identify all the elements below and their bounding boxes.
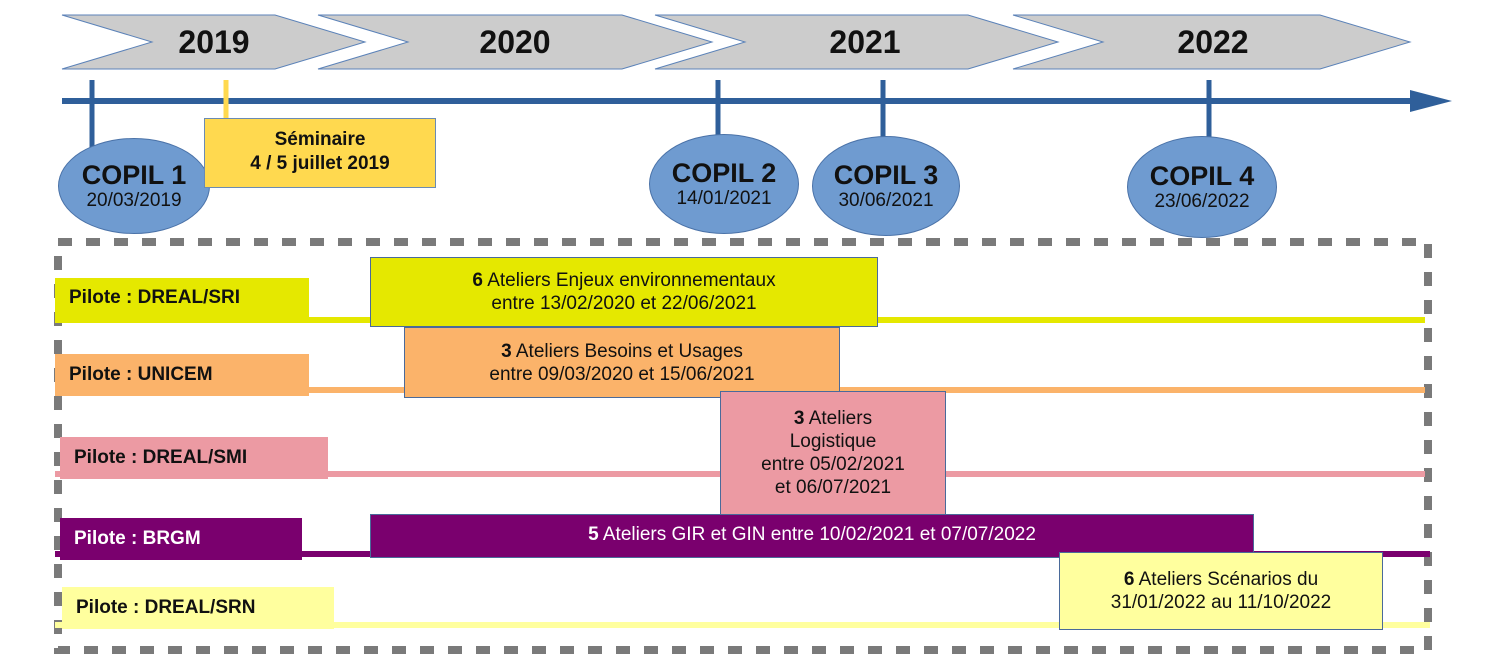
atelier-title: Ateliers Scénarios du xyxy=(1138,569,1319,590)
seminaire-title: Séminaire xyxy=(274,129,366,150)
year-chevron-2022 xyxy=(1012,14,1412,70)
copil-title: COPIL 1 xyxy=(81,160,187,190)
copil-date: 30/06/2021 xyxy=(838,190,934,211)
atelier-title: Ateliers Enjeux environnementaux xyxy=(487,270,776,291)
atelier-gir-gin: 5 Ateliers GIR et GIN entre 10/02/2021 e… xyxy=(370,514,1254,558)
lane-line-dreal-srn xyxy=(55,622,1430,628)
atelier-dates: 31/01/2022 au 11/10/2022 xyxy=(1110,592,1332,613)
atelier-besoins-usages: 3 Ateliers Besoins et Usages entre 09/03… xyxy=(404,327,840,398)
atelier-title: Ateliers Besoins et Usages xyxy=(515,340,743,362)
year-chevron-2021 xyxy=(654,14,1060,70)
copil-title: COPIL 2 xyxy=(671,158,777,188)
time-axis-arrowhead xyxy=(1410,90,1452,112)
pilot-label-dreal-smi: Pilote : DREAL/SMI xyxy=(60,437,328,479)
atelier-title: Ateliers GIR et GIN entre 10/02/2021 et … xyxy=(602,523,1036,545)
copil-title: COPIL 4 xyxy=(1149,161,1255,191)
year-chevron-2020 xyxy=(317,14,714,70)
pilot-label-dreal-srn: Pilote : DREAL/SRN xyxy=(62,587,334,629)
copil-3-milestone: COPIL 3 30/06/2021 xyxy=(812,136,960,236)
year-chevron-2019 xyxy=(61,14,367,70)
atelier-title-line2: Logistique xyxy=(789,431,877,452)
pilot-label-brgm: Pilote : BRGM xyxy=(60,518,302,560)
atelier-enjeux-environnementaux: 6 Ateliers Enjeux environnementaux entre… xyxy=(370,257,878,327)
atelier-dates: entre 13/02/2020 et 22/06/2021 xyxy=(491,293,757,314)
copil-date: 14/01/2021 xyxy=(676,188,772,209)
atelier-dates: entre 09/03/2020 et 15/06/2021 xyxy=(489,363,755,385)
copil-2-milestone: COPIL 2 14/01/2021 xyxy=(649,134,799,234)
copil-date: 23/06/2022 xyxy=(1154,191,1250,212)
seminaire-box: Séminaire 4 / 5 juillet 2019 xyxy=(204,118,436,188)
atelier-count: 6 xyxy=(1123,569,1135,590)
atelier-dates-line2: et 06/07/2021 xyxy=(774,477,892,498)
copil-title: COPIL 3 xyxy=(833,160,939,190)
copil-4-milestone: COPIL 4 23/06/2022 xyxy=(1127,136,1277,238)
pilot-label-unicem: Pilote : UNICEM xyxy=(55,354,309,396)
atelier-scenarios: 6 Ateliers Scénarios du 31/01/2022 au 11… xyxy=(1059,552,1383,630)
atelier-logistique: 3 Ateliers Logistique entre 05/02/2021 e… xyxy=(720,391,946,515)
year-label-2022: 2022 xyxy=(1177,24,1249,60)
year-label-2020: 2020 xyxy=(479,24,551,60)
atelier-count: 6 xyxy=(472,270,483,291)
atelier-count: 5 xyxy=(588,523,599,545)
atelier-title: Ateliers xyxy=(808,408,873,429)
lanes-frame xyxy=(54,238,1432,654)
atelier-count: 3 xyxy=(501,340,512,362)
copil-date: 20/03/2019 xyxy=(86,190,182,211)
year-label-2021: 2021 xyxy=(829,24,901,60)
year-label-2019: 2019 xyxy=(178,24,250,60)
seminaire-date: 4 / 5 juillet 2019 xyxy=(250,153,390,174)
atelier-count: 3 xyxy=(793,408,805,429)
pilot-label-dreal-sri: Pilote : DREAL/SRI xyxy=(55,278,309,318)
atelier-dates: entre 05/02/2021 xyxy=(761,454,905,475)
copil-1-milestone: COPIL 1 20/03/2019 xyxy=(58,138,210,234)
